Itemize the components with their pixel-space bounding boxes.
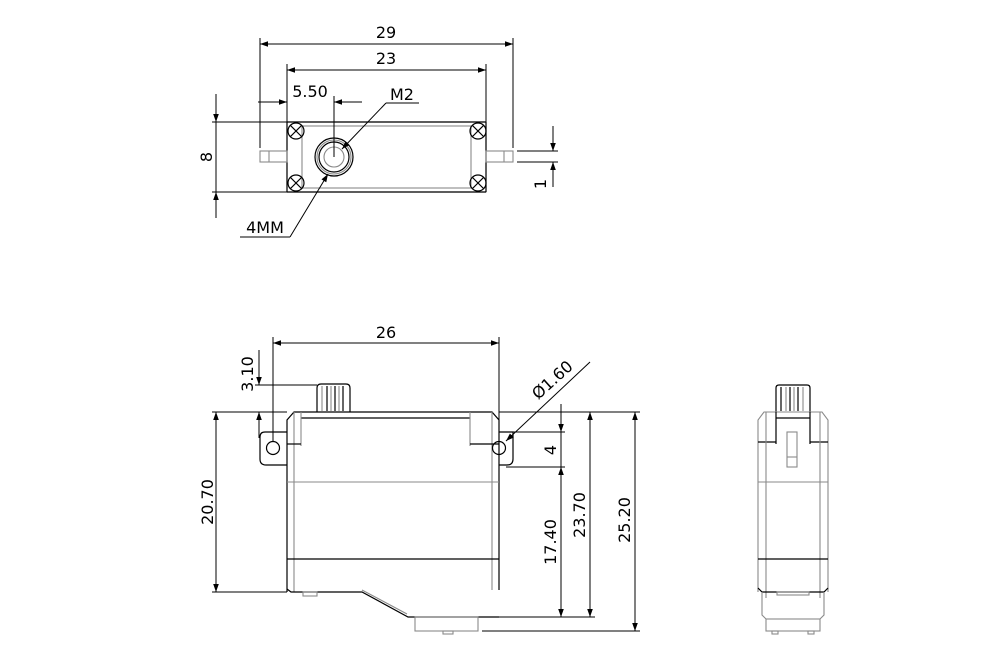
- dim-tab-to-bottom: 17.40: [541, 519, 560, 565]
- dim-body-height: 20.70: [198, 479, 217, 525]
- dim-overall-height: 25.20: [615, 497, 634, 543]
- top-view: 29 23 5.50 M2 4MM 8 1: [197, 23, 558, 238]
- end-view: [757, 384, 829, 635]
- side-view-body: [286, 411, 500, 635]
- screw-icon: [469, 174, 487, 192]
- callout-shaft-size: 4MM: [246, 218, 284, 237]
- dim-shaft-offset: 5.50: [292, 82, 328, 101]
- dim-overall-width: 29: [376, 23, 396, 42]
- right-mounting-tab: [485, 150, 514, 163]
- dim-top-to-bottom: 23.70: [570, 492, 589, 538]
- side-view: 26 3.10 20.70 Ø1.60 4 17.40 23.70 25.20: [198, 323, 640, 635]
- dim-body-width: 23: [376, 49, 396, 68]
- screw-icon: [469, 122, 487, 140]
- screw-icon: [287, 122, 305, 140]
- output-spline-icon: [316, 383, 351, 412]
- dim-height: 8: [197, 152, 216, 162]
- dim-hole-spacing: 26: [376, 323, 396, 342]
- callout-hole-diameter: Ø1.60: [528, 357, 577, 403]
- screw-icon: [287, 174, 305, 192]
- left-mounting-tab: [259, 150, 288, 163]
- end-view-body: [757, 411, 829, 635]
- dim-tab-thickness: 1: [531, 179, 550, 189]
- dim-spline-height: 3.10: [238, 356, 257, 392]
- output-spline-icon: [775, 384, 811, 412]
- dim-tab-height: 4: [541, 445, 560, 455]
- callout-screw-size: M2: [390, 85, 414, 104]
